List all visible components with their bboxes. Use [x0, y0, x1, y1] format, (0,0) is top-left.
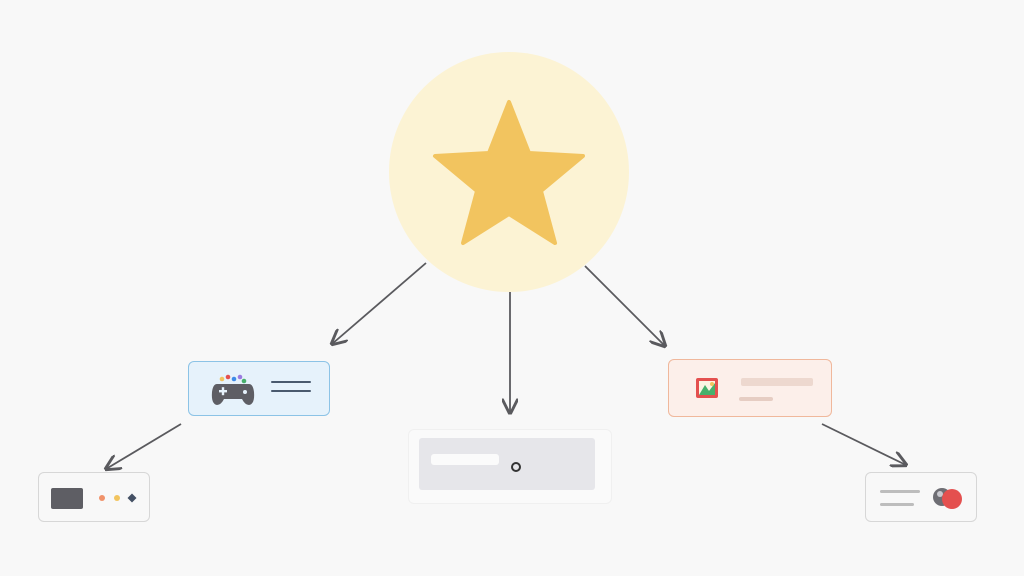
text-line — [271, 381, 311, 383]
avatar-icon — [933, 488, 962, 509]
gamepad-icon — [211, 374, 255, 405]
widget-node-card[interactable] — [38, 472, 150, 522]
arrow-center-to-game — [332, 262, 427, 344]
text-line — [739, 397, 773, 401]
status-dot-icon — [114, 495, 120, 501]
text-line — [741, 378, 813, 386]
arrow-game-to-widget — [106, 423, 182, 469]
diamond-icon — [127, 493, 137, 503]
status-dot-icon — [99, 495, 105, 501]
profile-node-card[interactable] — [865, 472, 977, 522]
game-node-card[interactable] — [188, 361, 330, 416]
arrow-media-to-profile — [821, 423, 906, 465]
radio-dot-icon[interactable] — [511, 462, 521, 472]
text-line — [271, 390, 311, 392]
panel-content — [419, 438, 595, 490]
image-icon — [696, 378, 718, 398]
text-line — [880, 503, 914, 506]
panel-node-card[interactable] — [408, 429, 612, 504]
arrow-center-to-media — [584, 265, 665, 346]
panel-bar — [431, 454, 499, 465]
text-line — [880, 490, 920, 493]
thumbnail-placeholder — [51, 488, 83, 509]
media-node-card[interactable] — [668, 359, 832, 417]
